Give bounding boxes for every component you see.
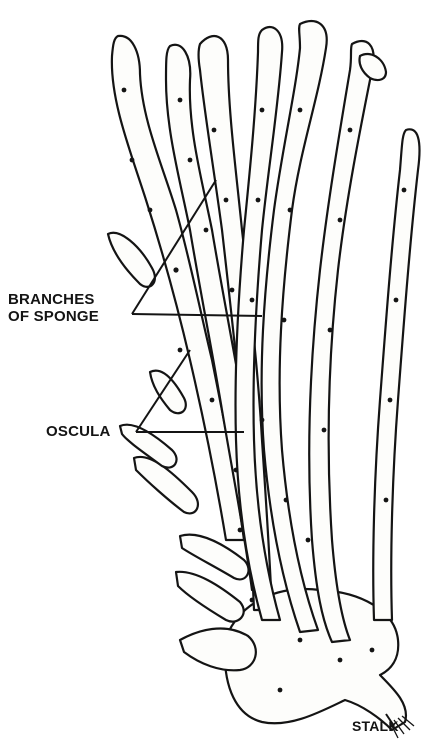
- stalk-label: STALK: [352, 718, 399, 735]
- sponge-lobe: [150, 371, 186, 414]
- sponge-lobe: [108, 233, 155, 287]
- sponge-branch: [309, 41, 373, 642]
- oscula-leader-line: [136, 350, 190, 432]
- sponge-branch: [373, 129, 419, 620]
- oscula-label: OSCULA: [46, 423, 111, 440]
- sponge-lobe: [176, 572, 244, 622]
- branches-label-line2: OF SPONGE: [8, 308, 99, 325]
- branches-label-line1: BRANCHES: [8, 291, 99, 308]
- sponge-lobe: [180, 628, 256, 670]
- branches-of-sponge-label: BRANCHES OF SPONGE: [8, 291, 99, 325]
